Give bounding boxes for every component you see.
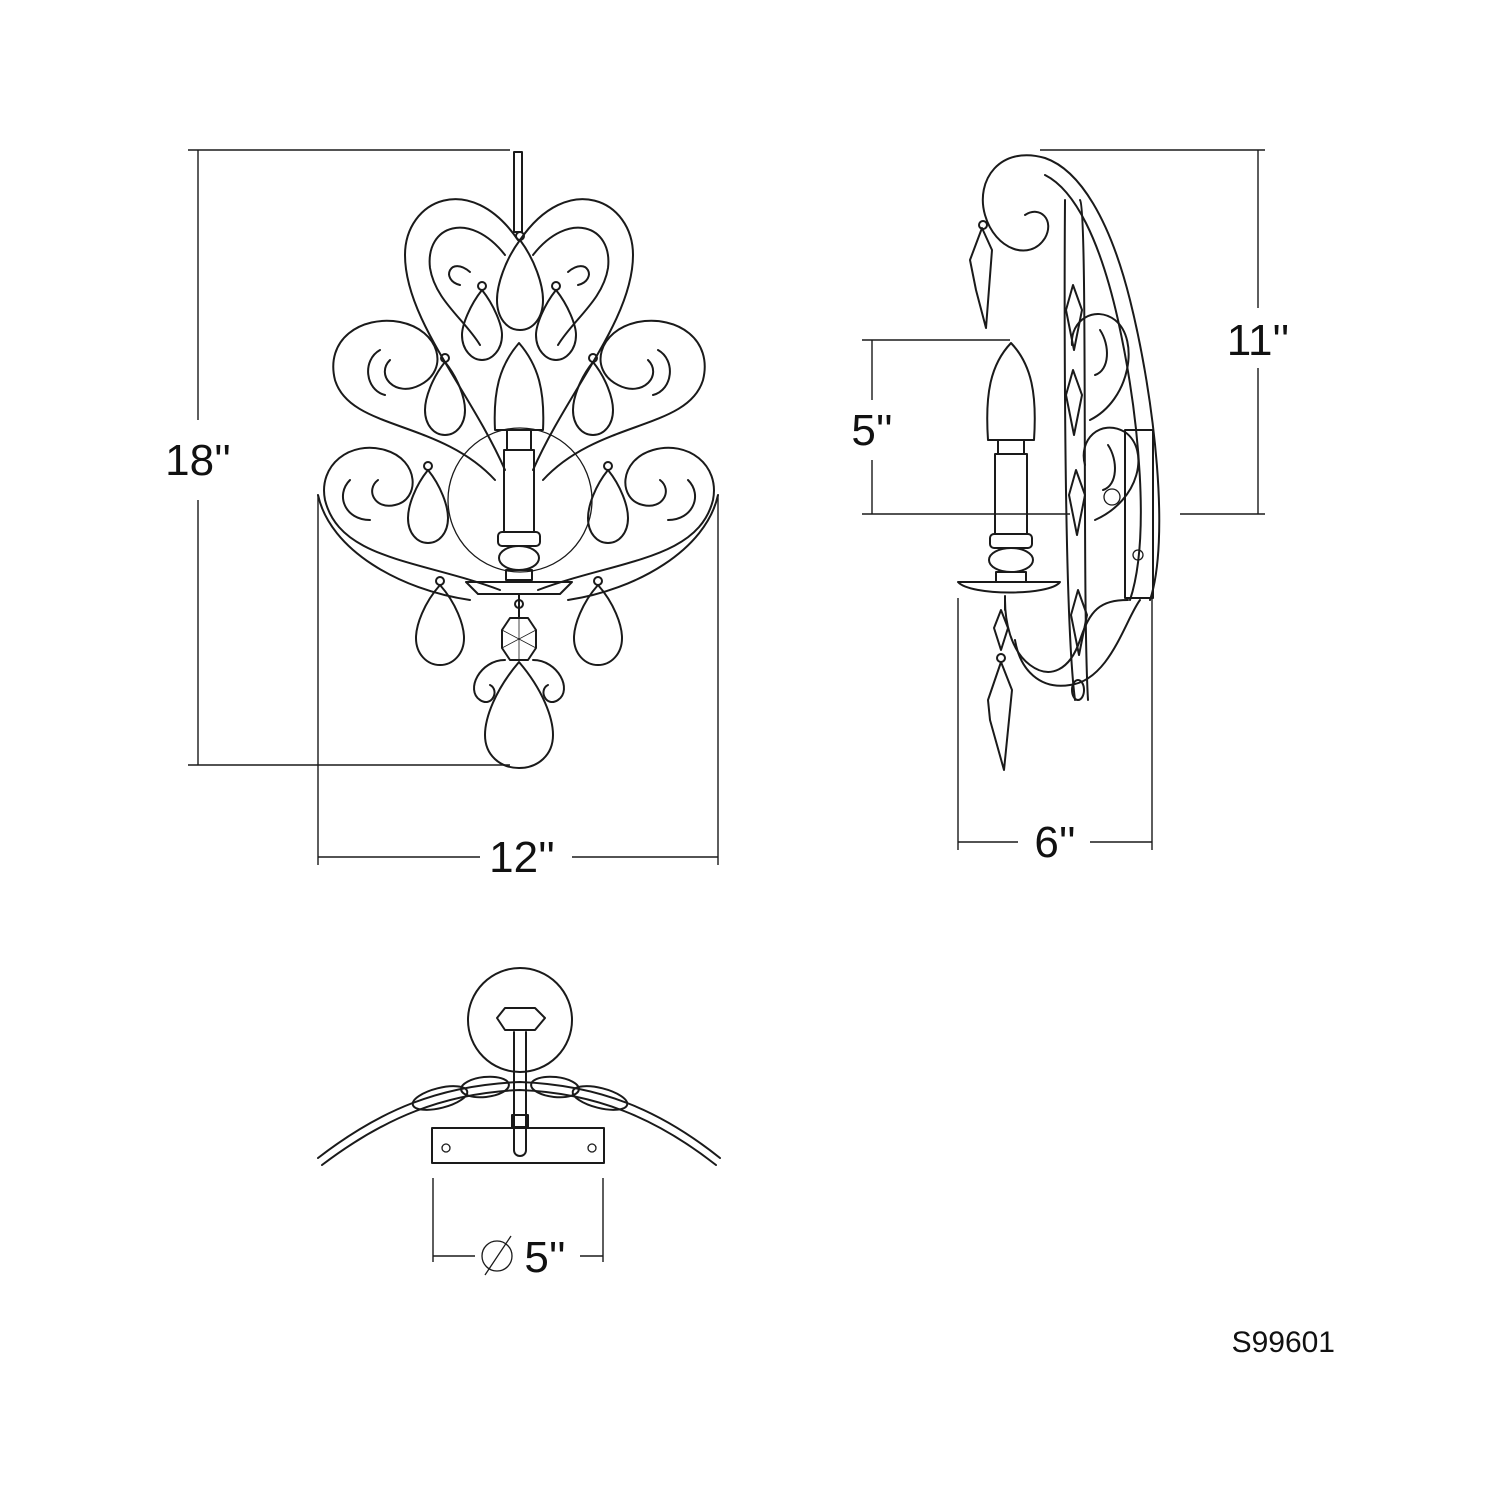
front-height-dimension: 18'': [165, 149, 510, 766]
side-height-dimension: 11'': [1040, 149, 1289, 515]
sconce-front-outline: [317, 151, 719, 703]
candle-height-dimension: 5'': [851, 339, 1070, 515]
side-view: 11'' 5'' 6'': [851, 149, 1289, 867]
side-crystals: [969, 220, 1088, 771]
sconce-side-outline: [957, 154, 1161, 701]
front-view: 18'' 12'': [165, 149, 719, 882]
front-crystals: [407, 231, 629, 769]
side-depth-label: 6'': [1034, 818, 1075, 867]
side-height-label: 11'': [1227, 316, 1289, 365]
front-width-label: 12'': [489, 833, 555, 882]
top-view: 5'' ø: [317, 967, 721, 1282]
model-number: S99601: [1232, 1326, 1335, 1359]
front-height-label: 18'': [165, 436, 231, 485]
front-width-dimension: 12'': [317, 495, 719, 882]
top-diameter-dimension: 5'' ø: [432, 1178, 604, 1282]
top-diameter-label: 5'': [524, 1233, 565, 1282]
candle-height-label: 5'': [851, 406, 892, 455]
side-depth-dimension: 6'': [957, 598, 1153, 867]
